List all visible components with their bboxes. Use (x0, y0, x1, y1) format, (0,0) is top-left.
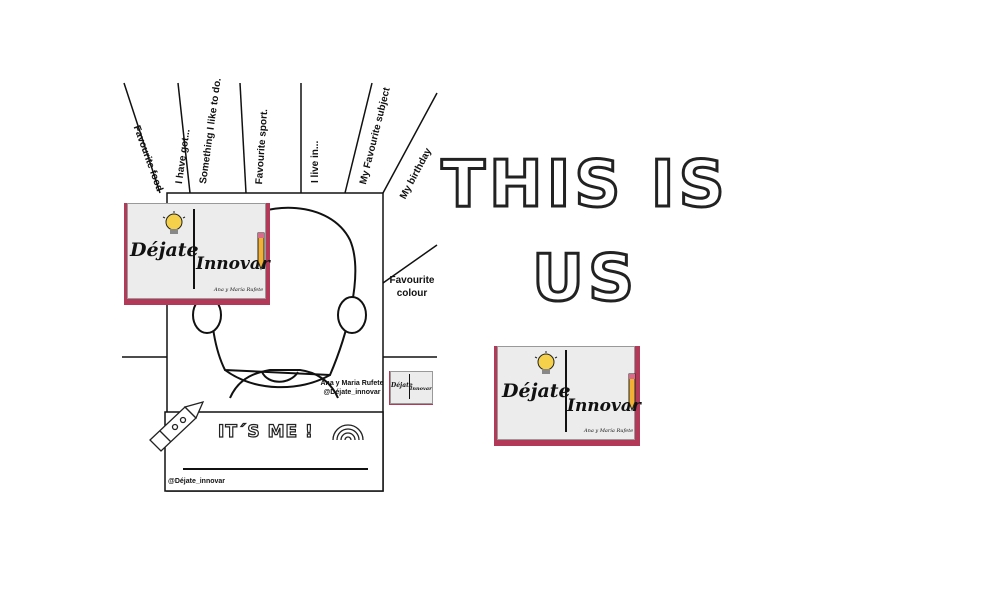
credit-name: Ana y Maria Rufete (320, 380, 384, 387)
title-line-1: THIS IS (440, 148, 729, 222)
logo-card-main: Déjate Innovar Ana y María Rufete (124, 203, 270, 305)
logo-right-word-innovar: Innovar (567, 396, 641, 416)
logo-small-word-dejate: Déjate (391, 382, 413, 389)
logo-right-word-dejate: Déjate (502, 380, 571, 402)
crayon-icon (149, 401, 205, 452)
logo-card-small: Déjate Innovar (389, 371, 433, 405)
credit-handle: @Déjate_innovar (323, 389, 381, 396)
ray-label-i-live-in: I live in... (310, 140, 321, 183)
pencil-icon-right (628, 373, 636, 412)
credit-block: Ana y Maria Rufete @Déjate_innovar (318, 379, 386, 397)
title-line-2: US (530, 242, 639, 316)
logo-small-word-innovar: Innovar (410, 386, 432, 392)
logo-right-subtitle: Ana y María Rufete (584, 428, 634, 434)
pencil-icon (257, 232, 265, 271)
logo-subtitle: Ana y María Rufete (214, 287, 264, 293)
logo-word-innovar: Innovar (196, 254, 270, 274)
handle-bottom: @Déjate_innovar (168, 478, 226, 485)
logo-card-right: Déjate Innovar Ana y María Rufete (494, 346, 641, 446)
lightbulb-icon (162, 211, 186, 234)
its-me-heading: IT´S ME ! (217, 421, 314, 442)
favourite-colour-label: Favourite colour (389, 275, 435, 299)
lightbulb-icon-right (534, 351, 558, 374)
sunburst-rays (122, 82, 438, 358)
logo-word-dejate: Déjate (130, 239, 199, 261)
rainbow-icon (332, 424, 364, 441)
